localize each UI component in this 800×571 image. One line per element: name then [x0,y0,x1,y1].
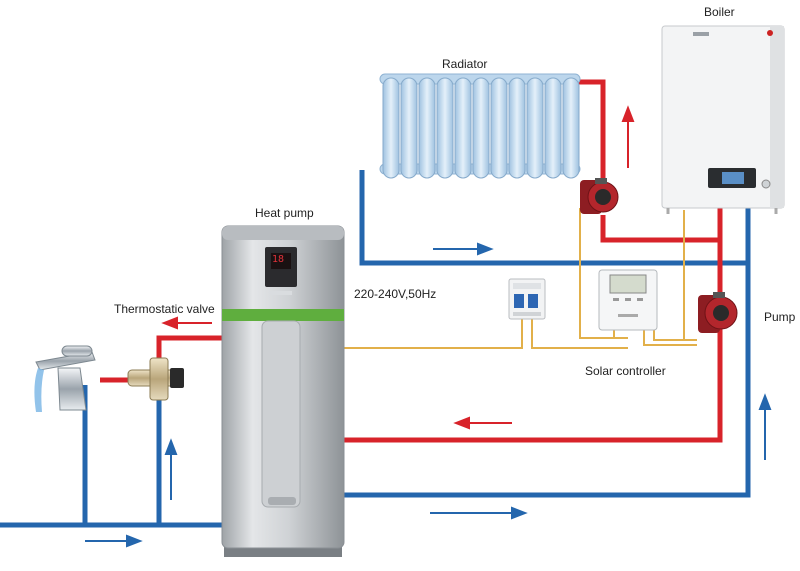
blue-arrow-mains [85,534,143,548]
power-cable [342,318,523,349]
heat-pump-logo-plate [270,291,292,295]
boiler-emblem-icon [767,30,773,36]
heat-pump-display [271,253,291,269]
solar-pump [698,292,738,333]
faucet-icon [34,345,96,412]
red-arrow-boiler-up [621,105,635,168]
heat-pump-front-door [261,320,301,508]
circuit-breaker [508,278,546,320]
solar-controller [598,269,658,331]
red-arrow-coil [453,416,512,430]
heat-pump [221,225,345,557]
radiator [379,73,581,179]
heat-pump-label: Heat pump [255,206,314,220]
solar-controller-label: Solar controller [585,364,666,378]
thermostatic-valve [127,357,184,401]
heat-pump-top [222,226,344,240]
thermostatic-valve-label: Thermostatic valve [114,302,215,316]
controller-cable-3 [643,330,697,346]
controller-cable-4 [653,330,697,341]
flow-arrows [85,105,772,548]
power-supply-label: 220-240V,50Hz [354,287,437,301]
blue-arrow-return [433,242,494,256]
pump-label: Pump [764,310,796,324]
radiator-label: Radiator [442,57,488,71]
controller-screen [609,274,647,294]
blue-arrow-valve-up [164,438,178,500]
boiler-shade [770,26,784,208]
boiler-label: Boiler [704,5,735,19]
boiler-brand-plate [693,32,709,36]
blue-arrow-bottom [430,506,528,520]
heat-pump-display-readout: 18 [272,254,285,265]
radiator-return-pipe [359,170,748,266]
heat-pump-band [222,309,344,321]
radiator-fins [382,77,580,179]
heat-pump-door-handle [268,497,296,505]
blue-arrow-up-right [758,393,772,460]
red-arrow-thermostatic [161,316,212,330]
breaker-cable-a [531,318,628,349]
control-cables [342,208,697,349]
boiler-display-screen [722,172,744,184]
boiler-return-pipe [342,207,751,498]
radiator-flow-pipe [578,79,606,185]
radiator-pump [580,178,619,214]
controller-cable-1 [579,208,628,339]
valve-knob [170,368,184,388]
boiler-flow-pipe [600,207,723,243]
boiler [661,25,785,214]
boiler-gauge-icon [761,179,771,189]
hot-outlet-pipe [156,335,222,362]
